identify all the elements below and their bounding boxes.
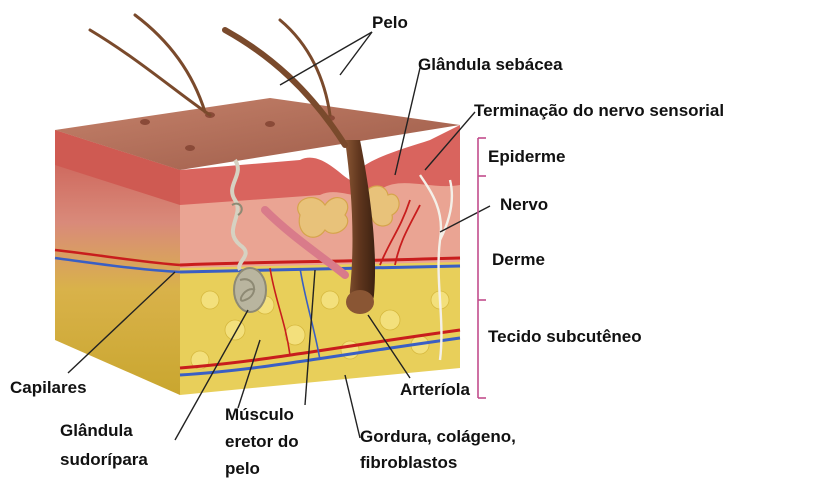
subcutaneous-layer: [180, 258, 460, 395]
hair-shaft: [90, 30, 210, 115]
label-gordura-1: Gordura, colágeno,: [360, 427, 516, 446]
skin-block: [55, 98, 460, 395]
label-glandula-sebacea: Glândula sebácea: [418, 55, 563, 74]
pore: [185, 145, 195, 151]
label-pelo: Pelo: [372, 13, 408, 32]
label-nervo: Nervo: [500, 195, 548, 214]
label-derme: Derme: [492, 250, 545, 269]
label-musculo-eretor-2: eretor do: [225, 432, 299, 451]
label-arteriola: Arteríola: [400, 380, 470, 399]
label-glandula-sudoripara-2: sudorípara: [60, 450, 148, 469]
label-tecido-subcutaneo: Tecido subcutêneo: [488, 327, 642, 346]
label-musculo-eretor-3: pelo: [225, 459, 260, 478]
label-glandula-sudoripara-1: Glândula: [60, 421, 133, 440]
label-gordura-2: fibroblastos: [360, 453, 457, 472]
label-capilares: Capilares: [10, 378, 87, 397]
label-epiderme: Epiderme: [488, 147, 565, 166]
label-terminacao-nervo: Terminação do nervo sensorial: [474, 101, 724, 120]
pore: [140, 119, 150, 125]
pore: [265, 121, 275, 127]
hair-shaft: [135, 15, 205, 112]
label-musculo-eretor-1: Músculo: [225, 405, 294, 424]
layer-bracket: [478, 138, 486, 398]
